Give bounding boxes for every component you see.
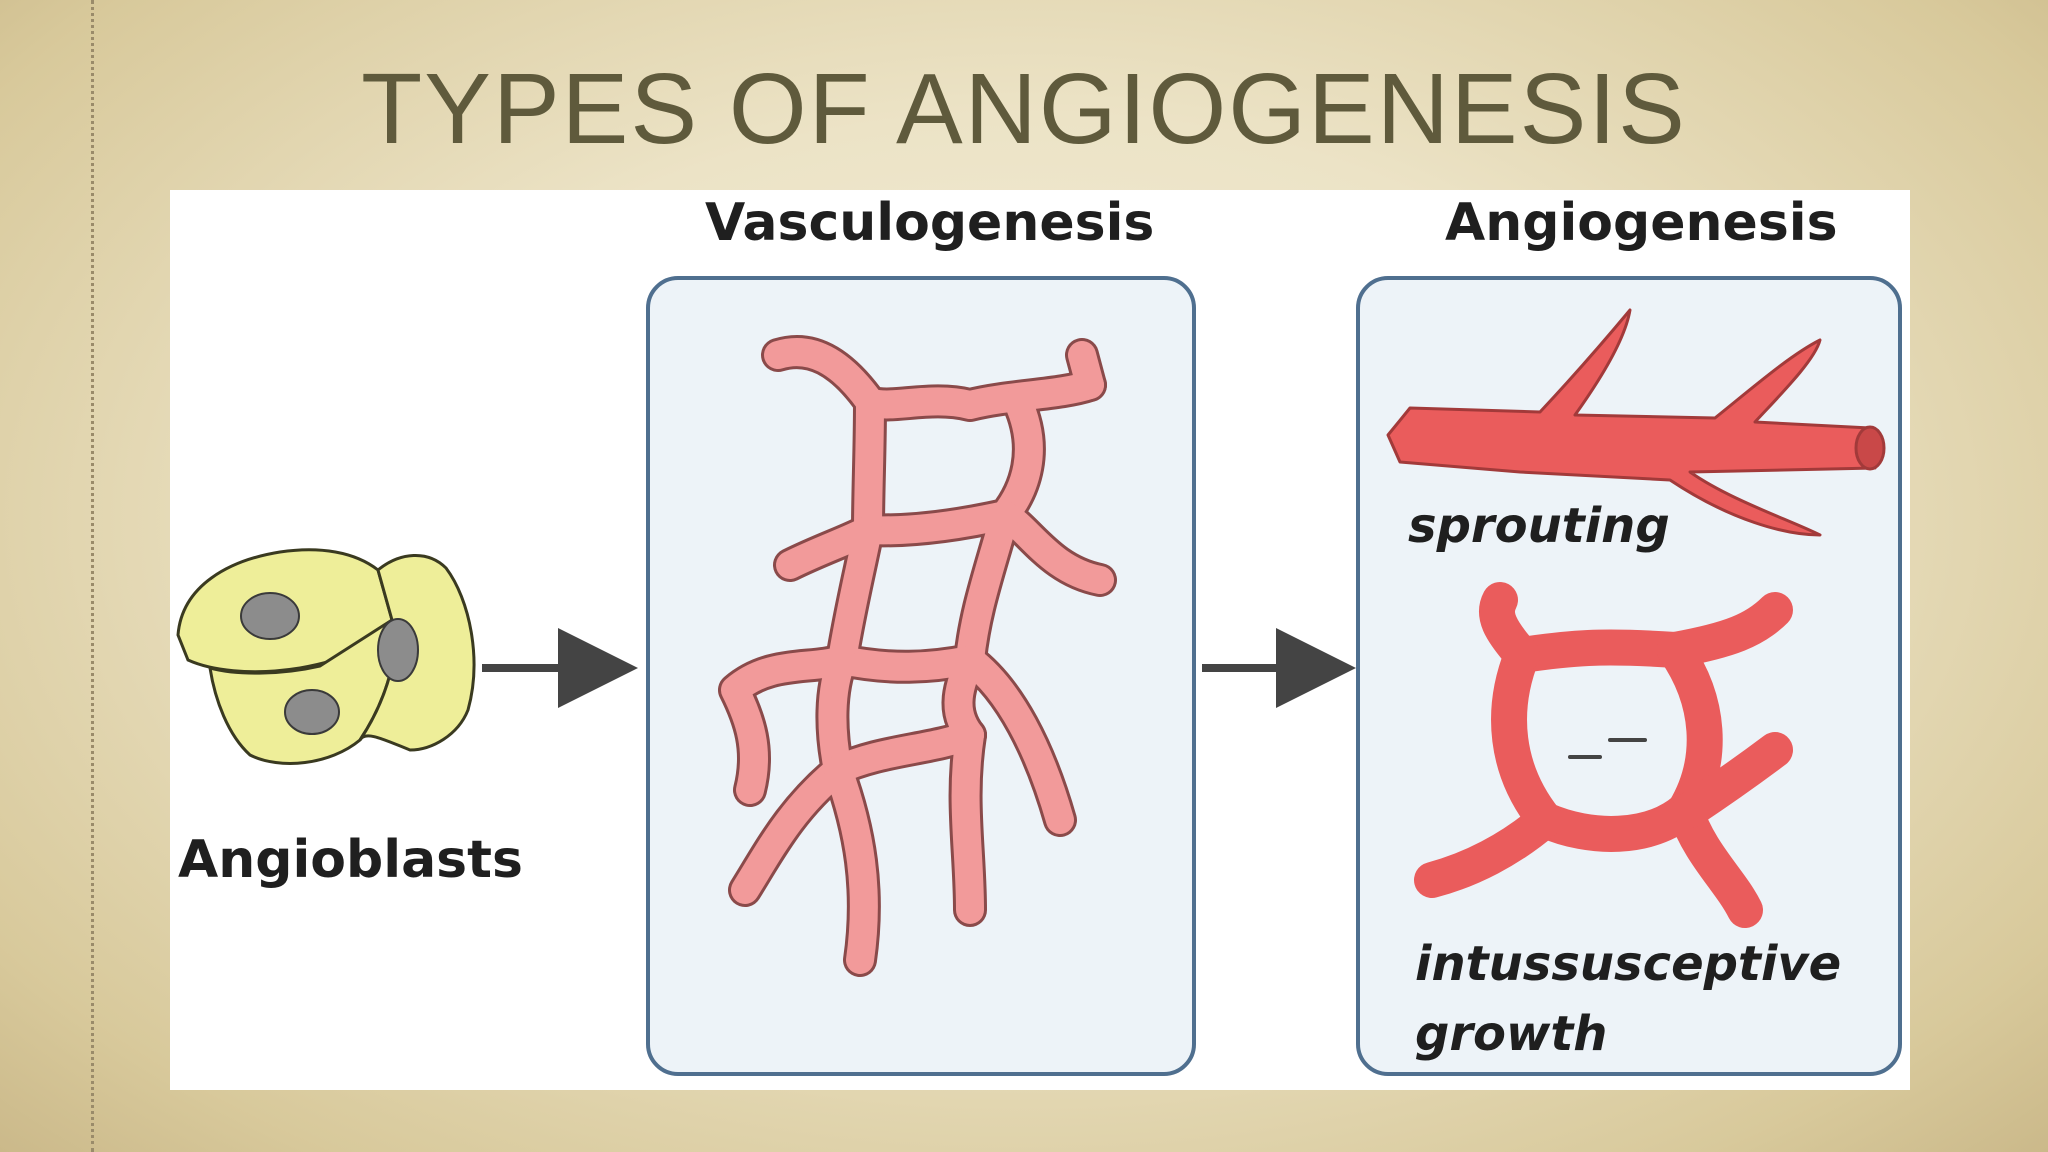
slide-title: TYPES OF ANGIOGENESIS [361,53,1687,165]
intussusceptive-label-line2: growth [1415,1006,1607,1062]
intussusceptive-vessel-icon [1414,582,1793,928]
angiogenesis-heading: Angiogenesis [1445,193,1838,253]
vascular-network-icon [718,335,1117,977]
angioblasts-label: Angioblasts [178,830,523,890]
figure-canvas: Angioblasts Vasculogenesis Angiogenesis [176,193,1902,1076]
margin-dotted-line [91,0,94,1152]
angioblasts-cells-icon [176,548,476,765]
vasculogenesis-heading: Vasculogenesis [705,193,1154,253]
sprouting-vessel-icon [1386,308,1886,537]
sprouting-label: sprouting [1408,498,1670,554]
angiogenesis-figure: Angioblasts Vasculogenesis Angiogenesis [170,190,1910,1090]
intussusceptive-label-line1: intussusceptive [1415,936,1841,992]
